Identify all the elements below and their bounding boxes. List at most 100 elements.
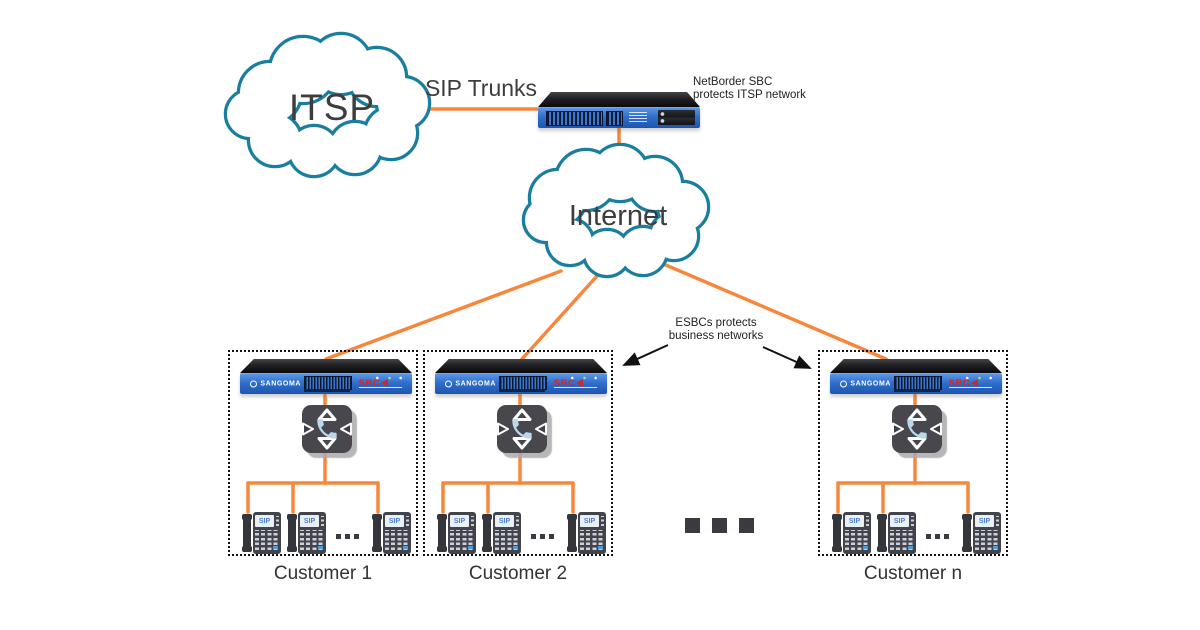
- internet-cloud-label: Internet: [568, 200, 668, 232]
- sip-trunks-label: SIP Trunks: [424, 75, 538, 101]
- phone-handset: [287, 514, 297, 552]
- sip-phone-icon: SIP: [372, 512, 411, 554]
- esbc-appliance: SANGOMA SBC: [435, 359, 607, 394]
- arrow-right-icon: [892, 422, 904, 436]
- itsp-cloud-label: ITSP: [288, 87, 376, 128]
- phone-keypad: [890, 530, 914, 550]
- phone-blue-key: [598, 546, 603, 549]
- phone-handset: [372, 514, 382, 552]
- phone-screen: SIP: [450, 515, 469, 527]
- arrow-down-icon: [907, 437, 927, 450]
- arrow-up-icon: [512, 408, 532, 421]
- phone-body: SIP: [493, 512, 521, 554]
- model-text: SBC: [553, 377, 576, 389]
- phone-side-buttons: [911, 516, 914, 526]
- phone-keypad: [495, 530, 519, 550]
- pbx-call-routing-icon: [892, 405, 942, 453]
- sbc-model-label: SBC: [554, 378, 584, 389]
- sip-phone-icon: SIP: [482, 512, 521, 554]
- esbc-note-arrow-left: [622, 344, 669, 366]
- front-label-marks: [628, 112, 647, 122]
- phone-handset-icon: [512, 419, 532, 439]
- tagline-bar: [553, 386, 597, 389]
- arrow-left-icon: [340, 422, 352, 436]
- vent-grille: [606, 111, 623, 126]
- more-customers-ellipsis: [685, 518, 754, 533]
- phone-blue-key: [318, 546, 323, 549]
- arrow-left-icon: [930, 422, 942, 436]
- more-phones-ellipsis: [336, 534, 359, 539]
- phone-side-buttons: [996, 516, 999, 526]
- tagline-bar: [948, 386, 992, 389]
- sip-phone-icon: SIP: [242, 512, 281, 554]
- phone-body: SIP: [253, 512, 281, 554]
- model-text: SBC: [358, 377, 381, 389]
- vent-strip: [893, 388, 941, 392]
- sbc-model-label: SBC: [949, 378, 979, 389]
- phone-handset: [437, 514, 447, 552]
- vent-strip: [498, 388, 546, 392]
- phone-keypad: [975, 530, 999, 550]
- netborder-caption-line1: NetBorder SBC: [693, 76, 773, 88]
- phone-screen: SIP: [890, 515, 909, 527]
- arrow-right-icon: [497, 422, 509, 436]
- link-internet-to-customer1: [324, 269, 563, 361]
- phone-side-buttons: [601, 516, 604, 526]
- pbx-call-routing-icon: [497, 405, 547, 453]
- phone-handset: [482, 514, 492, 552]
- phone-blue-key: [403, 546, 408, 549]
- tagline-bar: [358, 386, 402, 389]
- phone-handset: [242, 514, 252, 552]
- model-text: SBC: [948, 377, 971, 389]
- phone-handset: [962, 514, 972, 552]
- esbc-note-arrow-right: [762, 346, 812, 369]
- arrow-right-icon: [302, 422, 314, 436]
- arrow-down-icon: [512, 437, 532, 450]
- customer-1-box: SANGOMA SBC: [228, 350, 418, 556]
- phone-side-buttons: [406, 516, 409, 526]
- brand-text: SANGOMA: [455, 380, 497, 388]
- sip-phone-icon: SIP: [962, 512, 1001, 554]
- sip-phone-icon: SIP: [567, 512, 606, 554]
- phone-blue-key: [908, 546, 913, 549]
- status-leds: [962, 376, 997, 381]
- customer-n-label: Customer n: [863, 563, 963, 584]
- arrow-down-icon: [317, 437, 337, 450]
- sbc-arrow-icon: [381, 379, 389, 388]
- phone-body: SIP: [298, 512, 326, 554]
- vent-strip: [303, 388, 351, 392]
- appliance-top-face: [830, 359, 1002, 373]
- phone-body: SIP: [973, 512, 1001, 554]
- phone-body: SIP: [843, 512, 871, 554]
- esbc-note-line2: business networks: [668, 330, 764, 342]
- phone-screen: SIP: [580, 515, 599, 527]
- phone-handset-icon: [317, 419, 337, 439]
- arrow-left-icon: [535, 422, 547, 436]
- esbc-note-line1: ESBCs protects: [675, 317, 757, 329]
- sangoma-logo-icon: [250, 380, 258, 388]
- sip-phone-icon: SIP: [877, 512, 916, 554]
- phone-keypad: [450, 530, 474, 550]
- netborder-caption-line2: protects ITSP network: [693, 89, 806, 101]
- phone-side-buttons: [321, 516, 324, 526]
- brand-text: SANGOMA: [260, 380, 302, 388]
- more-phones-ellipsis: [531, 534, 554, 539]
- customer-2-box: SANGOMA SBC: [423, 350, 613, 556]
- phone-body: SIP: [383, 512, 411, 554]
- phone-blue-key: [863, 546, 868, 549]
- phone-body: SIP: [448, 512, 476, 554]
- esbc-appliance: SANGOMA SBC: [240, 359, 412, 394]
- phone-body: SIP: [578, 512, 606, 554]
- arrow-up-icon: [317, 408, 337, 421]
- sangoma-logo-icon: [445, 380, 453, 388]
- phone-handset: [877, 514, 887, 552]
- customer-n-box: SANGOMA SBC: [818, 350, 1008, 556]
- appliance-top-face: [435, 359, 607, 373]
- sbc-arrow-icon: [576, 379, 584, 388]
- status-leds: [567, 376, 602, 381]
- arrow-up-icon: [907, 408, 927, 421]
- appliance-front-panel: SANGOMA SBC: [830, 373, 1002, 394]
- sip-phone-icon: SIP: [832, 512, 871, 554]
- phone-screen: SIP: [385, 515, 404, 527]
- link-internet-to-customer2: [520, 274, 599, 361]
